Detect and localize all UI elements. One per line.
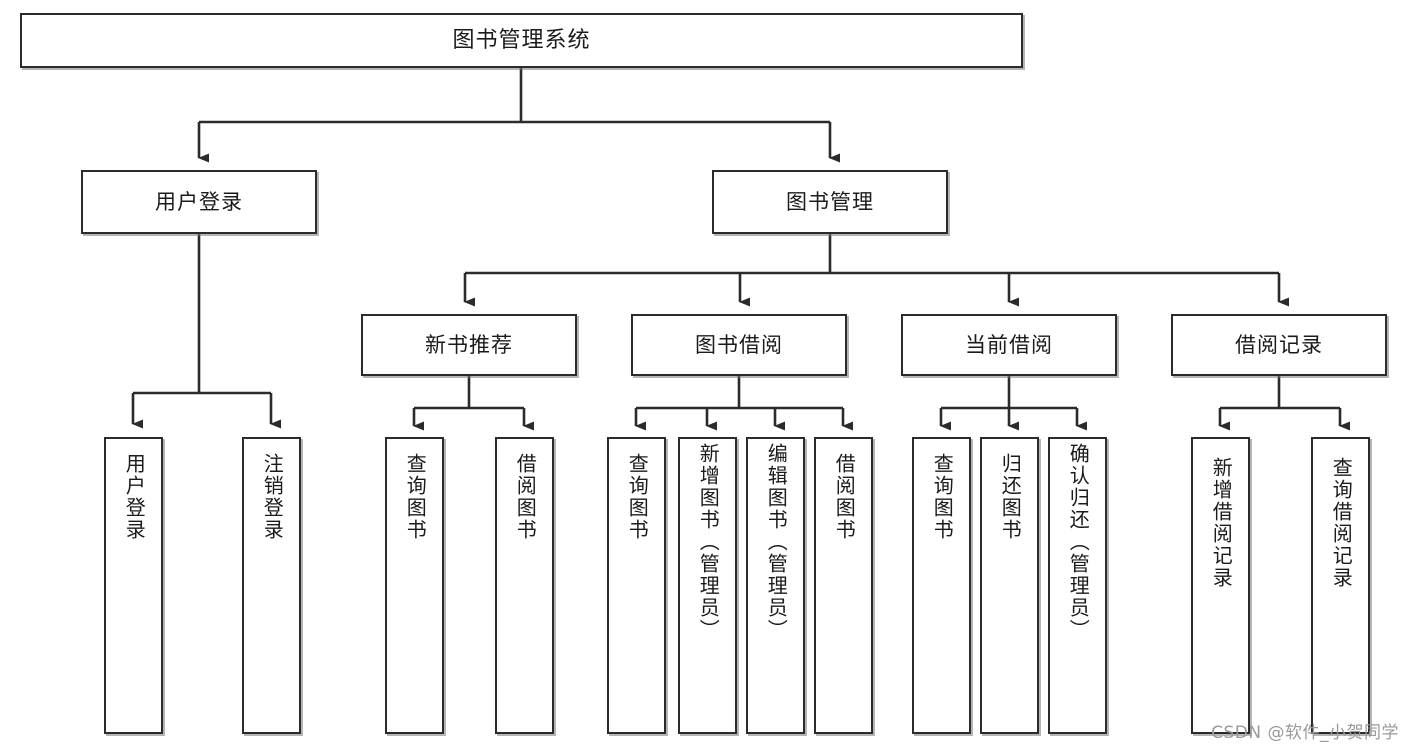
- leaf-edit-book[interactable]: 编辑图书（管理员）: [746, 437, 805, 734]
- node-book-manage[interactable]: 图书管理: [712, 170, 948, 234]
- leaf-query-book-3[interactable]: 查询图书: [912, 437, 971, 734]
- leaf-user-login-label: 用户登录: [122, 453, 147, 541]
- leaf-borrow-book-1-label: 借阅图书: [513, 453, 538, 541]
- leaf-return-book[interactable]: 归还图书: [980, 437, 1039, 734]
- leaf-query-book-2-label: 查询图书: [625, 453, 650, 541]
- node-current-borrow[interactable]: 当前借阅: [901, 314, 1117, 376]
- leaf-add-record-label: 新增借阅记录: [1209, 457, 1234, 589]
- leaf-edit-book-label: 编辑图书（管理员）: [764, 443, 789, 641]
- leaf-confirm-return-label: 确认归还（管理员）: [1066, 443, 1091, 641]
- node-current-borrow-label: 当前借阅: [965, 332, 1053, 357]
- node-book-manage-label: 图书管理: [786, 189, 874, 214]
- leaf-query-book-1-label: 查询图书: [403, 453, 428, 541]
- node-user-login[interactable]: 用户登录: [81, 170, 317, 234]
- node-borrow-record-label: 借阅记录: [1235, 332, 1323, 357]
- leaf-confirm-return[interactable]: 确认归还（管理员）: [1048, 437, 1107, 734]
- leaf-logout-login[interactable]: 注销登录: [242, 437, 301, 734]
- node-root-label: 图书管理系统: [452, 27, 591, 53]
- node-new-book-recommend[interactable]: 新书推荐: [361, 314, 577, 376]
- leaf-user-login[interactable]: 用户登录: [104, 437, 163, 734]
- node-book-borrow[interactable]: 图书借阅: [631, 314, 847, 376]
- leaf-logout-login-label: 注销登录: [260, 453, 285, 541]
- leaf-query-record-label: 查询借阅记录: [1329, 457, 1354, 589]
- leaf-borrow-book-1[interactable]: 借阅图书: [495, 437, 554, 734]
- leaf-return-book-label: 归还图书: [998, 453, 1023, 541]
- leaf-add-book-label: 新增图书（管理员）: [696, 443, 721, 641]
- node-new-book-recommend-label: 新书推荐: [425, 332, 513, 357]
- leaf-add-record[interactable]: 新增借阅记录: [1191, 437, 1250, 734]
- leaf-borrow-book-2-label: 借阅图书: [832, 453, 857, 541]
- node-user-login-label: 用户登录: [155, 189, 243, 214]
- watermark-text: CSDN @软件_小贺同学: [1211, 723, 1399, 743]
- leaf-add-book[interactable]: 新增图书（管理员）: [678, 437, 737, 734]
- node-borrow-record[interactable]: 借阅记录: [1171, 314, 1387, 376]
- leaf-query-book-1[interactable]: 查询图书: [385, 437, 444, 734]
- leaf-query-book-3-label: 查询图书: [930, 453, 955, 541]
- leaf-query-record[interactable]: 查询借阅记录: [1311, 437, 1370, 734]
- leaf-borrow-book-2[interactable]: 借阅图书: [814, 437, 873, 734]
- node-root[interactable]: 图书管理系统: [20, 13, 1023, 68]
- leaf-query-book-2[interactable]: 查询图书: [607, 437, 666, 734]
- node-book-borrow-label: 图书借阅: [695, 332, 783, 357]
